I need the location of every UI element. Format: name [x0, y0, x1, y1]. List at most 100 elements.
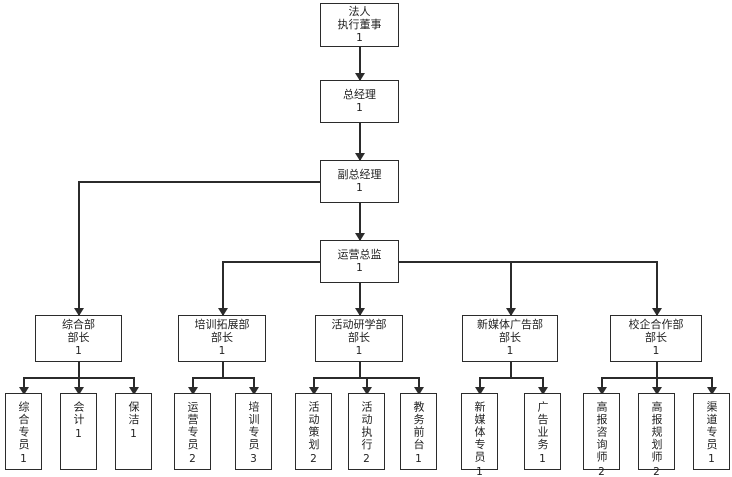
connector-activity-bar [313, 377, 418, 379]
connector-newmedia-to-adbusiness [542, 377, 544, 393]
arrowhead-role-gaokao-planner [652, 387, 662, 395]
node-role-accountant[interactable]: 会计 1 [60, 393, 97, 470]
node-role-gaokao-consultant[interactable]: 高报咨询师 2 [583, 393, 620, 477]
arrowhead-role-new-media-specialist [475, 387, 485, 395]
node-title-line1: 综合部 [62, 318, 95, 332]
node-headcount: 1 [130, 428, 137, 440]
node-title-line1: 法人 [348, 4, 371, 18]
node-title-line1: 校企合作部 [628, 318, 684, 332]
node-role-gaokao-planner[interactable]: 高报规划师 2 [638, 393, 675, 477]
arrowhead-dept-activity-research [355, 308, 365, 316]
node-dept-activity-research[interactable]: 活动研学部 部长 1 [315, 315, 403, 362]
arrowhead-opsdir [355, 233, 365, 241]
arrowhead-dgm [355, 153, 365, 161]
arrowhead-role-academic-front-desk [414, 387, 424, 395]
node-title-line1: 新媒体专员 [473, 401, 486, 464]
node-headcount: 2 [653, 465, 660, 477]
node-title-line1: 会计 [72, 401, 85, 426]
connector-activity-to-execution [366, 377, 368, 393]
node-dept-training-expansion[interactable]: 培训拓展部 部长 1 [178, 315, 266, 362]
node-headcount: 1 [75, 345, 82, 358]
node-title-line1: 总经理 [343, 87, 376, 101]
node-title-line1: 培训专员 [247, 401, 260, 451]
node-dept-school-enterprise[interactable]: 校企合作部 部长 1 [610, 315, 702, 362]
node-headcount: 1 [218, 345, 226, 358]
node-role-training-specialist[interactable]: 培训专员 3 [235, 393, 272, 470]
connector-opsdir-to-training [222, 261, 224, 315]
node-title-line1: 运营专员 [186, 401, 199, 451]
connector-opsdir-to-schoolent [656, 261, 658, 315]
connector-generalaffairs-to-cleaner [133, 377, 135, 393]
node-title-line1: 培训拓展部 [194, 318, 250, 332]
connector-newmedia-to-specialist [479, 377, 481, 393]
node-general-manager[interactable]: 总经理 1 [320, 80, 399, 123]
connector-training-to-trainingspecialist [253, 377, 255, 393]
node-title-line2: 部长 [348, 331, 370, 345]
node-title-line1: 高报咨询师 [595, 401, 608, 464]
connector-dgm-to-generalaffairs-vertical [78, 181, 80, 315]
node-headcount: 2 [598, 465, 605, 477]
node-headcount: 1 [476, 465, 483, 477]
node-headcount: 2 [189, 453, 196, 465]
connector-training-bar [192, 377, 254, 379]
arrowhead-role-advertising-business [538, 387, 548, 395]
connector-dgm-to-opsdir [359, 203, 361, 240]
node-headcount: 1 [75, 428, 82, 440]
connector-training-to-opsspecialist [192, 377, 194, 393]
node-headcount: 1 [20, 453, 27, 465]
node-title-line2: 部长 [211, 331, 233, 345]
connector-schoolent-to-planner [656, 377, 658, 393]
node-role-advertising-business[interactable]: 广告业务 1 [524, 393, 561, 470]
node-role-operations-specialist[interactable]: 运营专员 2 [174, 393, 211, 470]
arrowhead-gm [355, 73, 365, 81]
node-headcount: 1 [356, 31, 363, 44]
node-title-line2: 部长 [499, 331, 521, 345]
node-title-line2: 部长 [67, 331, 90, 345]
node-role-general-specialist[interactable]: 综合专员 1 [5, 393, 42, 470]
arrowhead-role-activity-execution [362, 387, 372, 395]
node-title-line1: 综合专员 [17, 401, 30, 451]
node-legal-representative[interactable]: 法人 执行董事 1 [320, 3, 399, 47]
node-role-cleaner[interactable]: 保洁 1 [115, 393, 152, 470]
node-title-line1: 渠道专员 [705, 401, 718, 451]
node-headcount: 1 [506, 345, 514, 358]
arrowhead-role-gaokao-consultant [597, 387, 607, 395]
node-role-activity-execution[interactable]: 活动执行 2 [348, 393, 385, 470]
node-deputy-general-manager[interactable]: 副总经理 1 [320, 160, 399, 203]
arrowhead-dept-new-media-ads [506, 308, 516, 316]
node-headcount: 2 [310, 453, 317, 465]
node-headcount: 1 [539, 453, 546, 465]
node-headcount: 1 [356, 261, 363, 274]
arrowhead-dept-general-affairs [74, 308, 84, 316]
connector-opsdir-bus-right [387, 261, 657, 263]
connector-gm-to-dgm [359, 123, 361, 160]
node-title-line1: 广告业务 [536, 401, 549, 451]
node-headcount: 1 [415, 453, 422, 465]
connector-training-stub [222, 362, 224, 378]
node-title-line1: 活动研学部 [331, 318, 387, 332]
node-title-line2: 执行董事 [337, 17, 382, 31]
node-dept-general-affairs[interactable]: 综合部 部长 1 [35, 315, 122, 362]
node-role-new-media-specialist[interactable]: 新媒体专员 1 [461, 393, 498, 477]
node-role-channel-specialist[interactable]: 渠道专员 1 [693, 393, 730, 470]
node-headcount: 1 [355, 345, 363, 358]
connector-schoolent-stub [656, 362, 658, 378]
node-role-activity-planning[interactable]: 活动策划 2 [295, 393, 332, 470]
connector-generalaffairs-to-specialist [23, 377, 25, 393]
connector-opsdir-bus-left [222, 261, 332, 263]
connector-dgm-to-generalaffairs-horizontal [78, 181, 324, 183]
arrowhead-role-accountant [74, 387, 84, 395]
node-headcount: 1 [356, 101, 363, 114]
connector-newmedia-stub [510, 362, 512, 378]
node-dept-new-media-ads[interactable]: 新媒体广告部 部长 1 [462, 315, 558, 362]
node-operations-director[interactable]: 运营总监 1 [320, 240, 399, 283]
node-title-line2: 部长 [645, 331, 667, 345]
connector-schoolent-to-channel [711, 377, 713, 393]
arrowhead-dept-training-expansion [218, 308, 228, 316]
node-role-academic-front-desk[interactable]: 教务前台 1 [400, 393, 437, 470]
arrowhead-dept-school-enterprise [652, 308, 662, 316]
node-title-line1: 保洁 [127, 401, 140, 426]
node-title-line1: 活动策划 [307, 401, 320, 451]
node-title-line1: 活动执行 [360, 401, 373, 451]
